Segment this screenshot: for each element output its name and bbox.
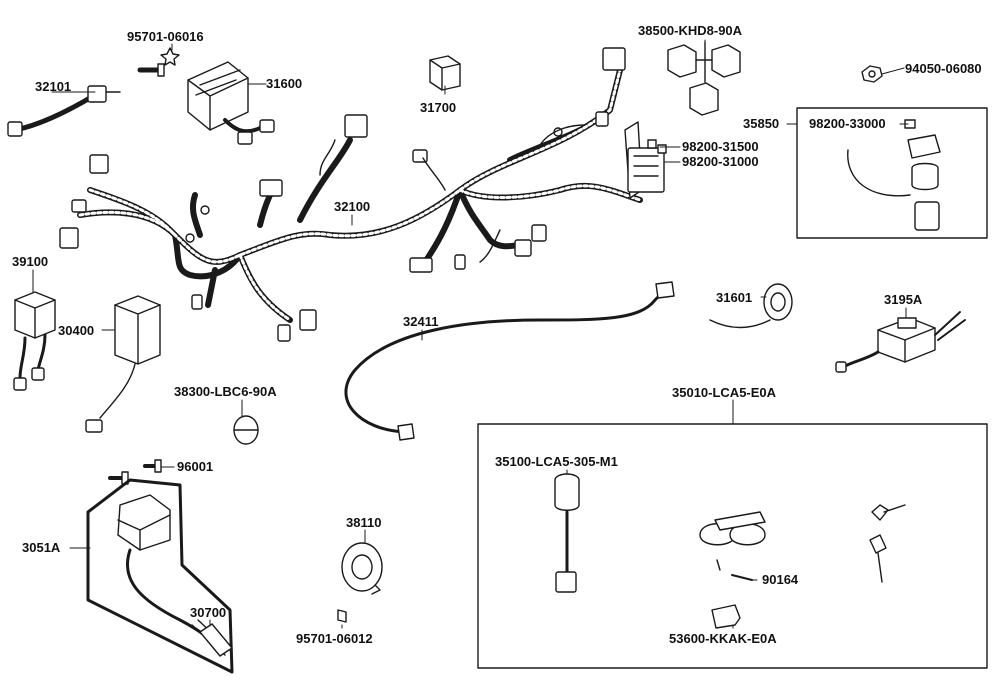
bolt-95701-06016 [137,47,180,77]
label-30700: 30700 [190,605,227,620]
leader-lines [32,39,909,629]
part-35100-switch [554,473,580,593]
label-95701-06016: 95701-06016 [127,29,204,44]
part-53600-cover [699,511,766,629]
label-98200-33000: 98200-33000 [809,116,886,131]
label-32100: 32100 [334,199,371,214]
part-38110-horn [341,542,383,595]
label-98200-31500: 98200-31500 [682,139,759,154]
part-32101-cable [7,85,121,137]
part-90164-screw [716,559,753,581]
group-box-35850 [796,107,988,239]
label-3051A: 3051A [22,540,61,555]
part-3195A-unit [835,311,966,373]
part-fuse-box [624,121,667,199]
label-35010: 35010-LCA5-E0A [672,385,777,400]
harness-fine-wires [319,124,586,263]
group-outline-3051A [86,478,234,674]
main-wire-harness [77,67,643,323]
label-35850: 35850 [743,116,780,131]
main-wire-harness-inner [78,68,642,322]
part-30400-cdi [85,295,161,433]
part-31700-relay [429,55,461,91]
part-39100-unit [13,291,56,391]
part-35850-components [847,119,941,231]
label-38110: 38110 [346,515,382,530]
harness-connectors [59,47,626,342]
label-96001: 96001 [177,459,214,474]
nut-94050-06080 [861,65,883,83]
part-38500-relays [667,41,741,116]
label-38500: 38500-KHD8-90A [638,23,743,38]
part-31601-switch [709,283,793,329]
label-30400: 30400 [58,323,95,338]
label-32411: 32411 [403,314,439,329]
part-32411-cable [344,281,675,441]
label-94050-06080: 94050-06080 [905,61,982,76]
label-39100: 39100 [12,254,49,269]
label-38300: 38300-LBC6-90A [174,384,277,399]
label-95701-06012: 95701-06012 [296,631,373,646]
label-90164: 90164 [762,572,799,587]
part-38300-flasher [233,415,259,445]
keys [869,504,906,583]
part-31600-regulator [187,61,275,145]
label-31601: 31601 [716,290,753,305]
part-30700-cap [191,619,233,657]
label-31700: 31700 [420,100,457,115]
label-35100: 35100-LCA5-305-M1 [495,454,618,469]
label-3195A: 3195A [884,292,923,307]
label-98200-31000: 98200-31000 [682,154,759,169]
label-31600: 31600 [266,76,303,91]
label-53600: 53600-KKAK-E0A [669,631,777,646]
bolt-95701-06012 [337,609,347,623]
label-32101: 32101 [35,79,72,94]
